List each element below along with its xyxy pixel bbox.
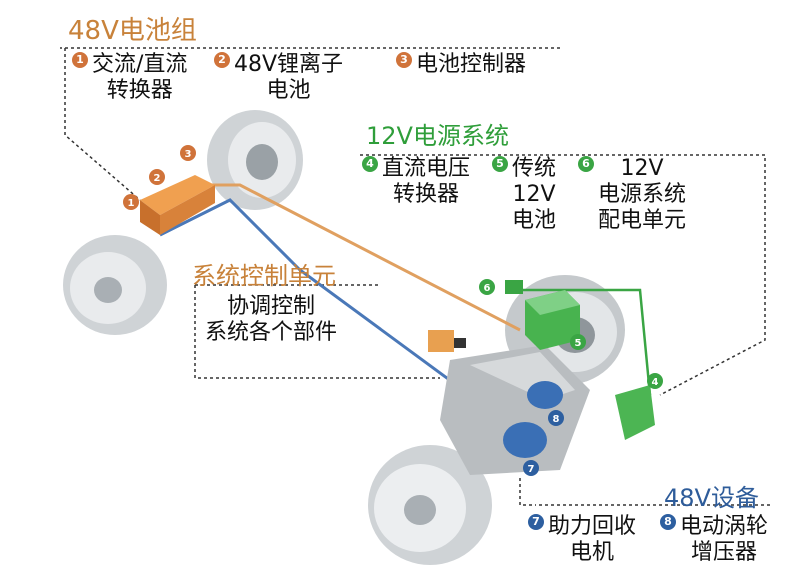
marker-5: 5 <box>570 334 586 350</box>
battery48-item-1: 1 交流/直流 转换器 <box>72 52 187 104</box>
power12-item-5: 5 传统 12V 电池 <box>492 156 556 234</box>
control-leader <box>194 284 440 379</box>
marker-2: 2 <box>149 169 165 185</box>
equip48-item-7-line2: 电机 <box>570 540 615 565</box>
marker-1: 1 <box>123 194 139 210</box>
battery48-leader <box>60 47 560 201</box>
svg-text:3: 3 <box>185 149 192 160</box>
equip48-leader <box>519 478 770 506</box>
power12-leader <box>360 154 766 396</box>
svg-text:2: 2 <box>154 173 161 184</box>
power12-title: 12V电源系统 <box>366 122 509 150</box>
battery48-item-3: 3 电池控制器 <box>396 52 526 78</box>
control-unit-box <box>428 330 466 352</box>
battery48-item-1-line2: 转换器 <box>106 78 173 103</box>
svg-text:4: 4 <box>652 377 659 388</box>
badge-5: 5 <box>492 156 508 172</box>
badge-1: 1 <box>72 52 88 68</box>
marker-7: 7 <box>523 460 539 476</box>
control-desc-line1: 协调控制 <box>227 294 316 319</box>
power12-item-6-line3: 配电单元 <box>598 208 687 233</box>
engine-block <box>440 345 590 475</box>
battery48-title: 48V电池组 <box>68 16 197 46</box>
cable-orange <box>205 183 521 332</box>
power12-item-5-line3: 电池 <box>512 208 557 233</box>
equip48-item-8: 8 电动涡轮 增压器 <box>660 514 768 566</box>
equip48-title: 48V设备 <box>664 484 759 512</box>
marker-4: 4 <box>647 373 663 389</box>
wheel-front-left <box>368 445 492 565</box>
control-desc-line2: 系统各个部件 <box>205 320 338 345</box>
svg-text:8: 8 <box>553 414 560 425</box>
badge-6: 6 <box>578 156 594 172</box>
svg-text:1: 1 <box>128 198 135 209</box>
cable-green <box>515 288 652 396</box>
badge-7: 7 <box>528 514 544 530</box>
svg-text:5: 5 <box>575 338 582 349</box>
battery-pack-48v <box>140 175 215 235</box>
badge-4: 4 <box>362 156 378 172</box>
wheel-rear-top <box>207 110 303 210</box>
battery48-item-2: 2 48V锂离子 电池 <box>214 52 343 104</box>
power12-item-6-line2: 电源系统 <box>598 182 687 207</box>
equip48-item-7: 7 助力回收 电机 <box>528 514 636 566</box>
badge-3: 3 <box>396 52 412 68</box>
battery48-item-2-line1: 48V锂离子 <box>234 52 344 77</box>
equip48-item-7-line1: 助力回收 <box>548 514 637 539</box>
badge-8: 8 <box>660 514 676 530</box>
power12-item-4-line1: 直流电压 <box>382 156 471 181</box>
power12-item-5-line2: 12V <box>512 182 556 207</box>
marker-3: 3 <box>180 145 196 161</box>
power12-item-6: 6 12V 电源系统 配电单元 <box>578 156 686 234</box>
distribution-unit <box>505 280 523 294</box>
power12-item-6-line1: 12V <box>620 156 664 181</box>
dc-converter-12v <box>615 385 655 440</box>
power12-item-4-line2: 转换器 <box>393 182 460 207</box>
marker-8: 8 <box>548 410 564 426</box>
battery-12v <box>525 290 580 350</box>
badge-2: 2 <box>214 52 230 68</box>
marker-6: 6 <box>479 279 495 295</box>
battery48-item-2-line2: 电池 <box>266 78 311 103</box>
svg-text:6: 6 <box>484 283 491 294</box>
battery48-item-3-line1: 电池控制器 <box>416 52 527 77</box>
svg-text:7: 7 <box>528 464 535 475</box>
control-title: 系统控制单元 <box>192 262 336 290</box>
power12-item-4: 4 直流电压 转换器 <box>362 156 470 208</box>
battery48-item-1-line1: 交流/直流 <box>92 52 188 77</box>
equip48-item-8-line2: 增压器 <box>691 540 758 565</box>
wheel-rear-left <box>63 235 167 335</box>
power12-item-5-line1: 传统 <box>512 156 557 181</box>
control-desc: 协调控制 系统各个部件 <box>205 294 337 346</box>
equip48-item-8-line1: 电动涡轮 <box>680 514 769 539</box>
